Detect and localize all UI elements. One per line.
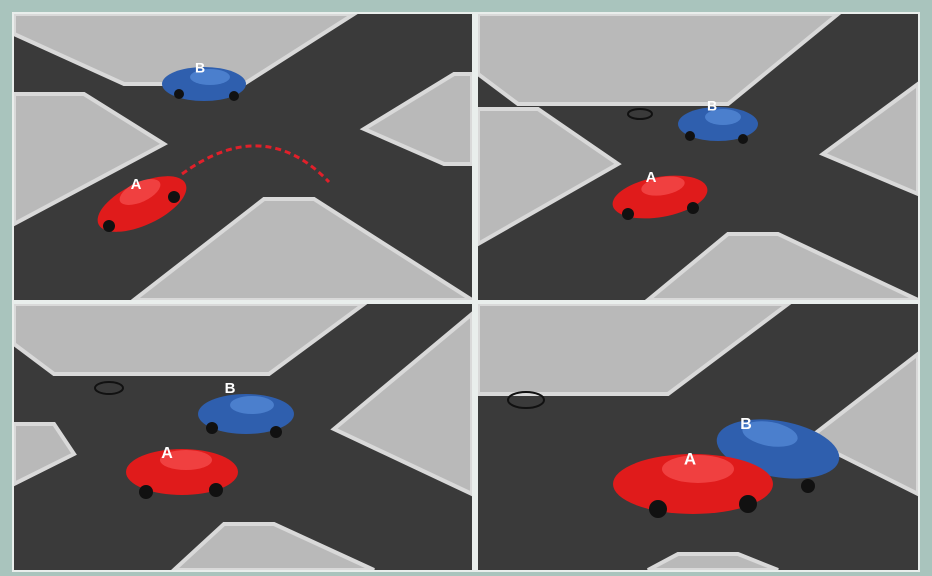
car-a-label: A [684, 449, 696, 468]
panel-2: B A [478, 14, 918, 300]
panel-4: B A [478, 304, 918, 570]
car-b-label: B [195, 60, 205, 76]
panel-1: B A [14, 14, 472, 300]
car-a-label: A [161, 445, 173, 462]
car-a-label: A [131, 176, 142, 193]
panel-3: B A [14, 304, 472, 570]
car-b-label: B [740, 416, 752, 433]
car-b-label: B [225, 380, 236, 397]
car-a-label: A [646, 169, 657, 186]
car-b-label: B [707, 98, 717, 114]
